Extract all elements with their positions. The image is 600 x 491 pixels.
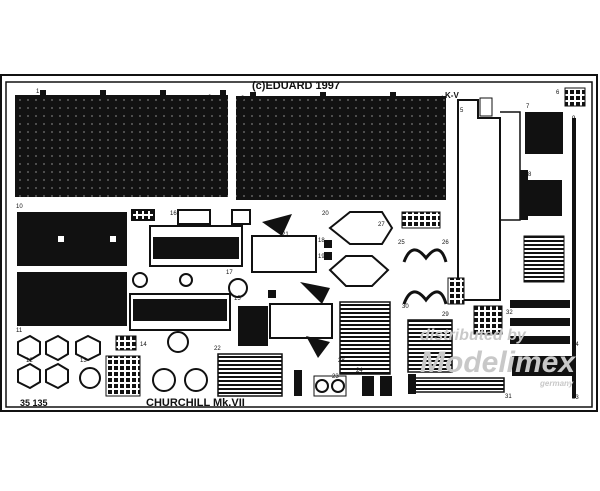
watermark-line-3: germany xyxy=(539,379,574,388)
svg-text:7: 7 xyxy=(526,104,530,110)
svg-text:1: 1 xyxy=(36,89,40,95)
svg-text:17: 17 xyxy=(226,270,233,276)
fret-inner-frame xyxy=(5,81,593,408)
track-links-right xyxy=(510,235,572,376)
arrow-shaped-parts xyxy=(328,211,394,287)
hex-parts-left xyxy=(17,334,101,390)
svg-text:23: 23 xyxy=(332,374,339,380)
svg-text:16: 16 xyxy=(170,211,177,217)
stud-parts xyxy=(268,240,416,397)
panel-plates-center xyxy=(238,214,333,358)
svg-text:12: 12 xyxy=(26,358,33,364)
svg-text:6: 6 xyxy=(556,90,560,96)
svg-text:24: 24 xyxy=(356,368,363,374)
svg-text:13: 13 xyxy=(80,358,87,364)
svg-text:21: 21 xyxy=(282,232,289,238)
stowage-bin-parts-left xyxy=(17,212,127,326)
kit-title-text: CHURCHILL Mk.VII xyxy=(146,397,245,409)
set-number-text: 35 135 xyxy=(20,398,48,408)
svg-text:8: 8 xyxy=(528,172,532,178)
svg-text:3: 3 xyxy=(241,96,245,102)
hatch-plates-right xyxy=(520,87,586,398)
svg-text:33: 33 xyxy=(572,395,579,401)
copyright-text: (c)EDUARD 1997 xyxy=(252,80,340,92)
svg-text:26: 26 xyxy=(442,240,449,246)
svg-text:9: 9 xyxy=(572,116,576,122)
svg-text:25: 25 xyxy=(398,240,405,246)
svg-text:19: 19 xyxy=(318,254,325,260)
svg-text:28: 28 xyxy=(338,358,345,364)
svg-text:2: 2 xyxy=(208,95,212,101)
svg-text:30: 30 xyxy=(402,304,409,310)
round-periscope-parts xyxy=(79,272,345,393)
distributor-watermark: distributed by Modelimex germany xyxy=(420,327,576,388)
loop-parts xyxy=(402,248,448,305)
louvre-plates xyxy=(217,301,505,397)
svg-text:29: 29 xyxy=(442,312,449,318)
svg-text:15: 15 xyxy=(234,296,241,302)
grill-parts xyxy=(105,211,503,397)
svg-text:18: 18 xyxy=(318,238,325,244)
svg-text:10: 10 xyxy=(16,204,23,210)
svg-text:4: 4 xyxy=(440,96,444,102)
engine-deck-plate-left xyxy=(15,95,228,197)
svg-text:31: 31 xyxy=(505,394,512,400)
watermark-line-1: distributed by xyxy=(420,327,527,344)
bracket-parts-center xyxy=(129,209,251,331)
svg-text:27: 27 xyxy=(378,222,385,228)
svg-text:34: 34 xyxy=(572,342,579,348)
engine-deck-plate-right xyxy=(236,96,446,200)
svg-text:20: 20 xyxy=(322,211,329,217)
watermark-line-2: Modelimex xyxy=(420,346,576,379)
svg-text:11: 11 xyxy=(16,328,23,334)
variant-text: K-V xyxy=(445,91,459,100)
svg-text:32: 32 xyxy=(506,310,513,316)
svg-text:14: 14 xyxy=(140,342,147,348)
svg-text:22: 22 xyxy=(214,346,221,352)
svg-text:5: 5 xyxy=(460,108,464,114)
sprue-tabs-top xyxy=(40,90,396,98)
